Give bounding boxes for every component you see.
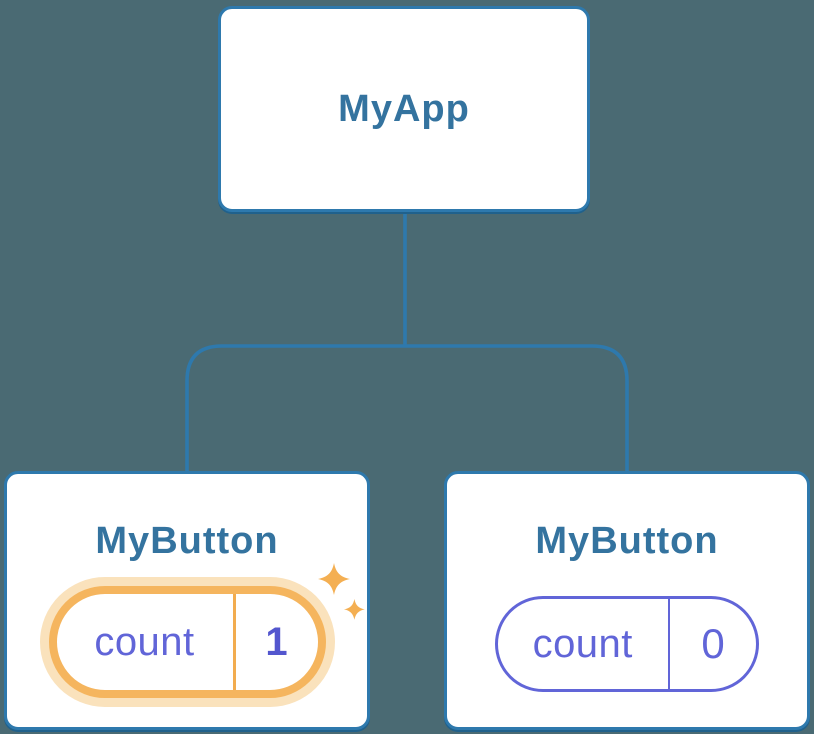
node-mybutton-1: MyButton count 1 bbox=[4, 471, 370, 730]
sparkles-icon bbox=[318, 563, 365, 620]
state-value: 1 bbox=[265, 619, 288, 664]
state-value: 0 bbox=[701, 620, 725, 667]
node-mybutton-2-label: MyButton bbox=[535, 520, 719, 562]
state-name-label: count bbox=[532, 621, 633, 666]
state-pill: count 0 bbox=[495, 596, 759, 692]
pill-divider bbox=[232, 594, 236, 690]
node-myapp: MyApp bbox=[218, 6, 590, 212]
node-mybutton-2: MyButton count 0 bbox=[444, 471, 810, 730]
state-name-label: count bbox=[94, 619, 195, 664]
pill-divider bbox=[667, 599, 670, 689]
node-myapp-label: MyApp bbox=[338, 87, 470, 130]
state-pill-highlighted: count 1 bbox=[48, 586, 326, 698]
node-mybutton-1-label: MyButton bbox=[95, 520, 279, 562]
